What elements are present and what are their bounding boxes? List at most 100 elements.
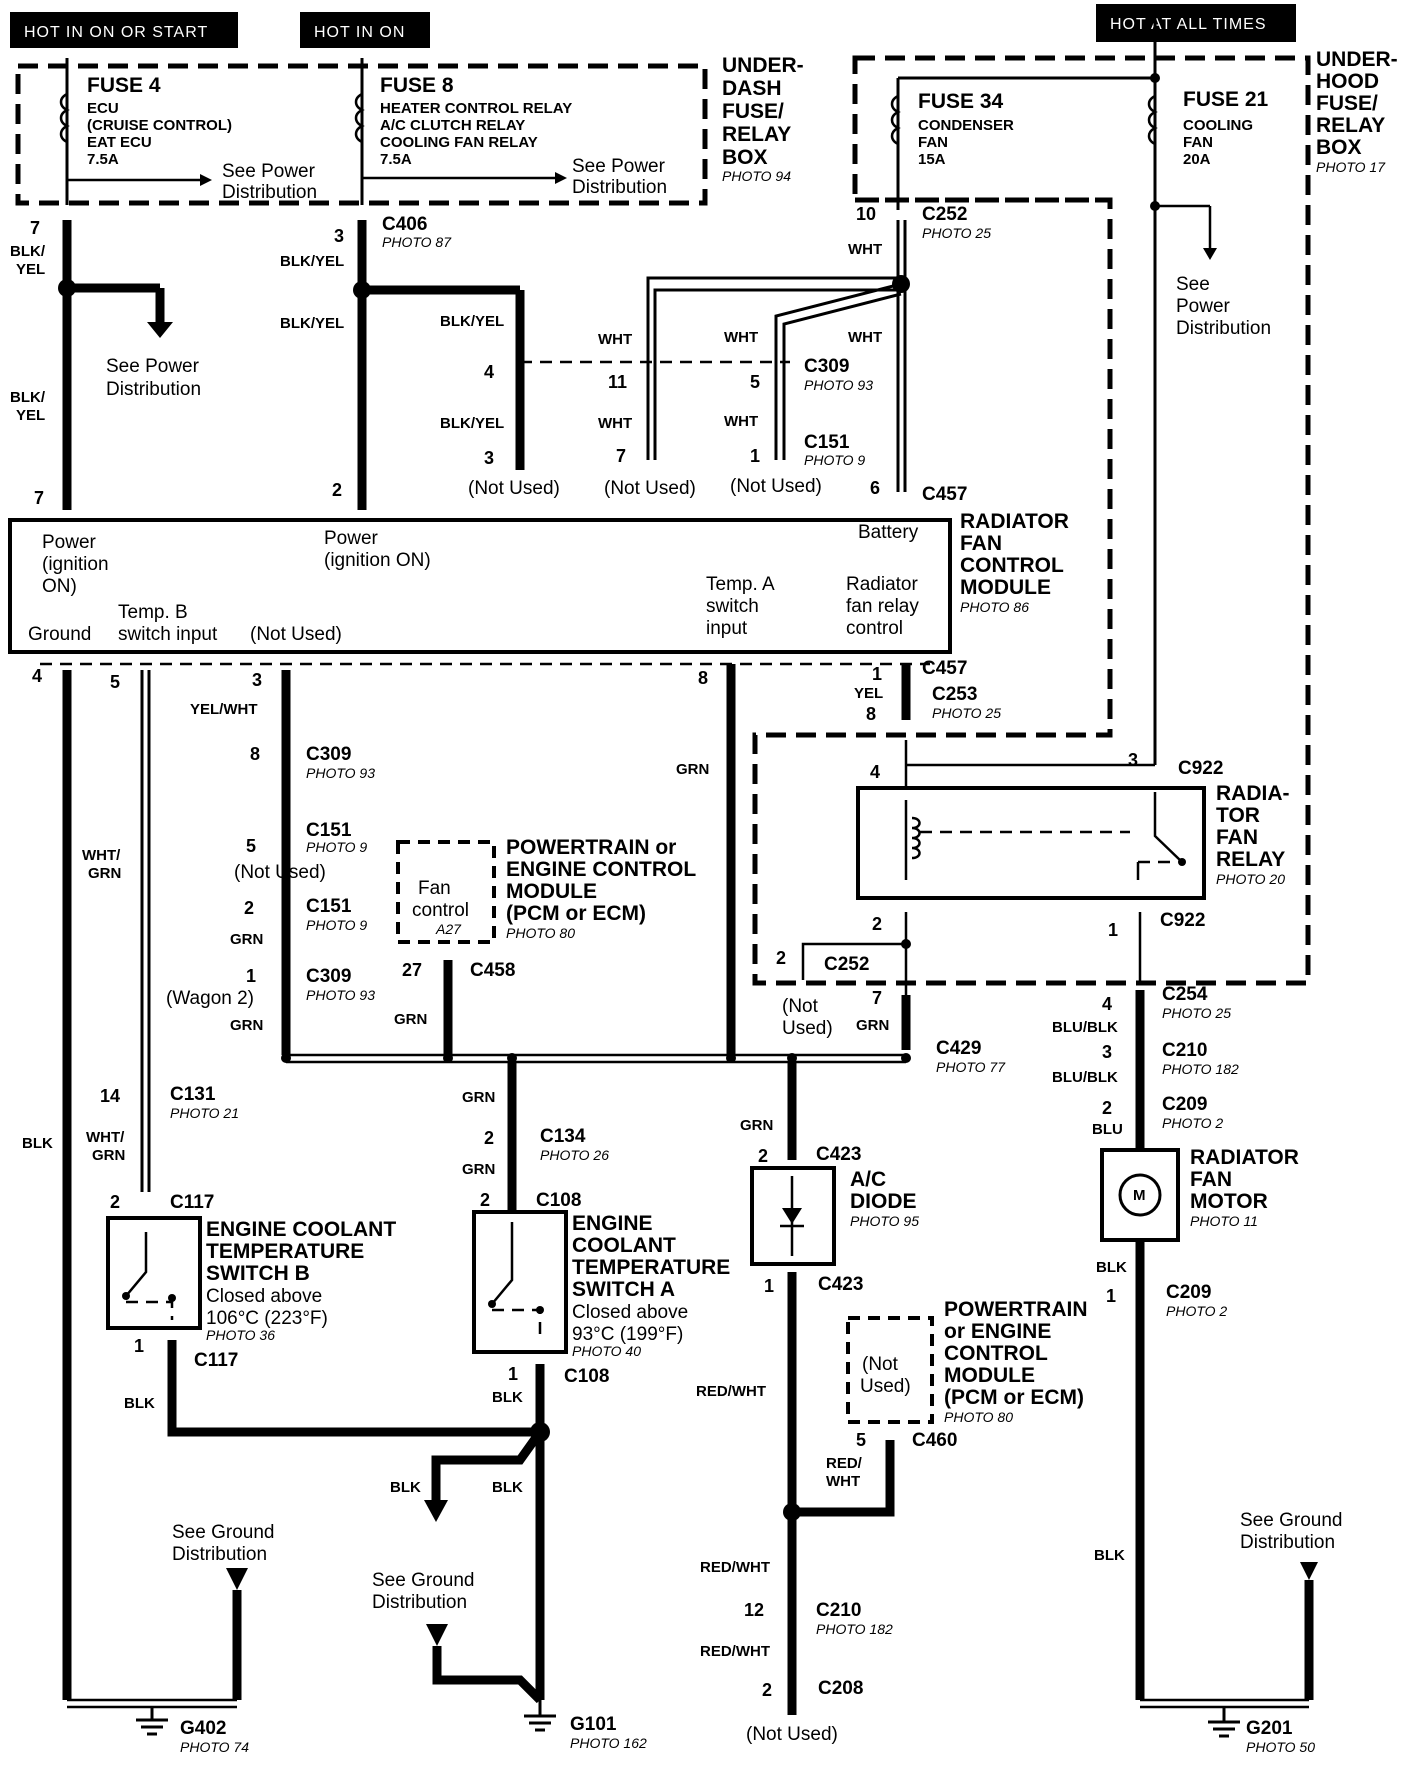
wire-yel-c253: 1 C457 YEL C253 PHOTO 25 8 bbox=[854, 197, 1110, 724]
svg-text:BLK: BLK bbox=[124, 1395, 155, 1412]
svg-text:14: 14 bbox=[100, 1086, 120, 1106]
svg-text:Power: Power bbox=[42, 532, 97, 553]
svg-text:WHT: WHT bbox=[826, 1473, 860, 1490]
svg-text:PHOTO 182: PHOTO 182 bbox=[1162, 1061, 1239, 1077]
svg-text:PHOTO 80: PHOTO 80 bbox=[944, 1409, 1013, 1425]
svg-text:PHOTO 9: PHOTO 9 bbox=[306, 917, 367, 933]
svg-text:FUSE 34: FUSE 34 bbox=[918, 90, 1004, 113]
svg-text:input: input bbox=[706, 618, 748, 639]
svg-text:1: 1 bbox=[246, 966, 256, 986]
svg-text:control: control bbox=[412, 900, 469, 921]
svg-text:3: 3 bbox=[334, 226, 344, 246]
svg-text:See Ground: See Ground bbox=[372, 1570, 474, 1591]
svg-text:HEATER CONTROL RELAY: HEATER CONTROL RELAY bbox=[380, 100, 572, 117]
svg-text:C922: C922 bbox=[1160, 910, 1205, 931]
svg-text:C252: C252 bbox=[922, 204, 967, 225]
wire-blu-blk-motor: 4 C254 PHOTO 25 BLU/BLK 3 C210 PHOTO 182… bbox=[1052, 984, 1239, 1150]
svg-text:BLK: BLK bbox=[1096, 1259, 1127, 1276]
svg-text:BOX: BOX bbox=[722, 146, 768, 169]
svg-text:WHT/: WHT/ bbox=[82, 847, 121, 864]
svg-text:Temp. B: Temp. B bbox=[118, 602, 188, 623]
svg-text:Closed above: Closed above bbox=[572, 1302, 688, 1323]
svg-text:HOT IN ON: HOT IN ON bbox=[314, 24, 405, 41]
svg-text:C922: C922 bbox=[1178, 758, 1223, 779]
svg-text:BLU/BLK: BLU/BLK bbox=[1052, 1019, 1118, 1036]
svg-text:PHOTO 20: PHOTO 20 bbox=[1216, 871, 1285, 887]
radiator-fan-control-module: Power (ignition ON) Power (ignition ON) … bbox=[8, 510, 1069, 654]
svg-text:(Not Used): (Not Used) bbox=[250, 624, 342, 645]
svg-text:A/C CLUTCH RELAY: A/C CLUTCH RELAY bbox=[380, 117, 525, 134]
svg-text:5: 5 bbox=[856, 1430, 866, 1450]
svg-text:POWERTRAIN or: POWERTRAIN or bbox=[506, 836, 676, 859]
svg-text:93°C (199°F): 93°C (199°F) bbox=[572, 1324, 683, 1345]
svg-text:(Not Used): (Not Used) bbox=[468, 478, 560, 499]
svg-text:GRN: GRN bbox=[88, 865, 121, 882]
radiator-fan-relay: 4 3 C922 RADIA- TOR FAN RELAY PHOTO 20 bbox=[856, 740, 1290, 900]
svg-text:C423: C423 bbox=[816, 1144, 861, 1165]
svg-text:BLK/YEL: BLK/YEL bbox=[440, 415, 504, 432]
svg-text:FAN: FAN bbox=[918, 134, 948, 151]
svg-text:PHOTO 93: PHOTO 93 bbox=[306, 765, 375, 781]
svg-text:7: 7 bbox=[872, 988, 882, 1008]
svg-text:(PCM or ECM): (PCM or ECM) bbox=[944, 1386, 1084, 1409]
svg-text:YEL: YEL bbox=[16, 407, 45, 424]
svg-text:Distribution: Distribution bbox=[372, 1592, 467, 1613]
svg-text:C406: C406 bbox=[382, 214, 427, 235]
svg-text:7.5A: 7.5A bbox=[380, 151, 412, 168]
svg-text:3: 3 bbox=[1128, 750, 1138, 770]
svg-text:PHOTO 50: PHOTO 50 bbox=[1246, 1739, 1315, 1755]
svg-text:BLK: BLK bbox=[1094, 1547, 1125, 1564]
svg-text:BLK/YEL: BLK/YEL bbox=[280, 315, 344, 332]
svg-text:MODULE: MODULE bbox=[506, 880, 597, 903]
svg-text:C117: C117 bbox=[194, 1350, 238, 1371]
svg-text:Used): Used) bbox=[860, 1376, 911, 1397]
svg-text:C252: C252 bbox=[824, 954, 869, 975]
bus-c429 bbox=[281, 1053, 911, 1064]
svg-text:(Not Used): (Not Used) bbox=[234, 862, 326, 883]
svg-text:PHOTO 93: PHOTO 93 bbox=[804, 377, 873, 393]
svg-text:A27: A27 bbox=[435, 921, 462, 937]
svg-text:Used): Used) bbox=[782, 1018, 833, 1039]
svg-text:C458: C458 bbox=[470, 960, 515, 981]
svg-text:Temp. A: Temp. A bbox=[706, 574, 775, 595]
svg-text:15A: 15A bbox=[918, 151, 946, 168]
fuse-8: FUSE 8 HEATER CONTROL RELAY A/C CLUTCH R… bbox=[354, 58, 667, 205]
svg-text:PHOTO 162: PHOTO 162 bbox=[570, 1735, 647, 1751]
svg-text:(Not Used): (Not Used) bbox=[730, 476, 822, 497]
relay-outputs: 2 1 C922 2 C252 (Not Used) 7 GRN C429 PH… bbox=[776, 910, 1205, 1075]
svg-text:27: 27 bbox=[402, 960, 422, 980]
svg-text:7: 7 bbox=[34, 488, 44, 508]
svg-text:switch input: switch input bbox=[118, 624, 218, 645]
svg-text:PHOTO 2: PHOTO 2 bbox=[1162, 1115, 1223, 1131]
svg-text:SWITCH A: SWITCH A bbox=[572, 1278, 675, 1301]
svg-text:EAT ECU: EAT ECU bbox=[87, 134, 152, 151]
svg-text:WHT: WHT bbox=[598, 415, 632, 432]
svg-text:1: 1 bbox=[508, 1364, 518, 1384]
svg-text:C309: C309 bbox=[306, 966, 351, 987]
svg-text:DIODE: DIODE bbox=[850, 1190, 917, 1213]
svg-text:Power: Power bbox=[1176, 296, 1231, 317]
svg-text:7: 7 bbox=[616, 446, 626, 466]
svg-text:or ENGINE: or ENGINE bbox=[944, 1320, 1051, 1343]
svg-text:CONTROL: CONTROL bbox=[944, 1342, 1048, 1365]
svg-text:4: 4 bbox=[870, 762, 880, 782]
svg-text:Power: Power bbox=[324, 528, 379, 549]
svg-text:PHOTO 9: PHOTO 9 bbox=[804, 452, 865, 468]
svg-text:2: 2 bbox=[1102, 1098, 1112, 1118]
svg-text:C108: C108 bbox=[536, 1190, 581, 1211]
svg-text:Closed above: Closed above bbox=[206, 1286, 322, 1307]
ac-diode: GRN 2 C423 A/C DIODE PHOTO 95 1 C423 bbox=[740, 1062, 919, 1296]
svg-text:FAN: FAN bbox=[1216, 826, 1258, 849]
svg-text:2: 2 bbox=[110, 1192, 120, 1212]
svg-text:(Not Used): (Not Used) bbox=[604, 478, 696, 499]
svg-text:Distribution: Distribution bbox=[1176, 318, 1271, 339]
svg-text:1: 1 bbox=[764, 1276, 774, 1296]
wire-blk-g201: BLK 1 C209 PHOTO 2 BLK See Ground Distri… bbox=[1094, 1240, 1342, 1755]
svg-text:(Not: (Not bbox=[782, 996, 819, 1017]
svg-text:5: 5 bbox=[750, 372, 760, 392]
svg-text:Distribution: Distribution bbox=[172, 1544, 267, 1565]
svg-text:FUSE 21: FUSE 21 bbox=[1183, 88, 1269, 111]
svg-text:RADIATOR: RADIATOR bbox=[1190, 1146, 1299, 1169]
svg-text:PHOTO 95: PHOTO 95 bbox=[850, 1213, 919, 1229]
